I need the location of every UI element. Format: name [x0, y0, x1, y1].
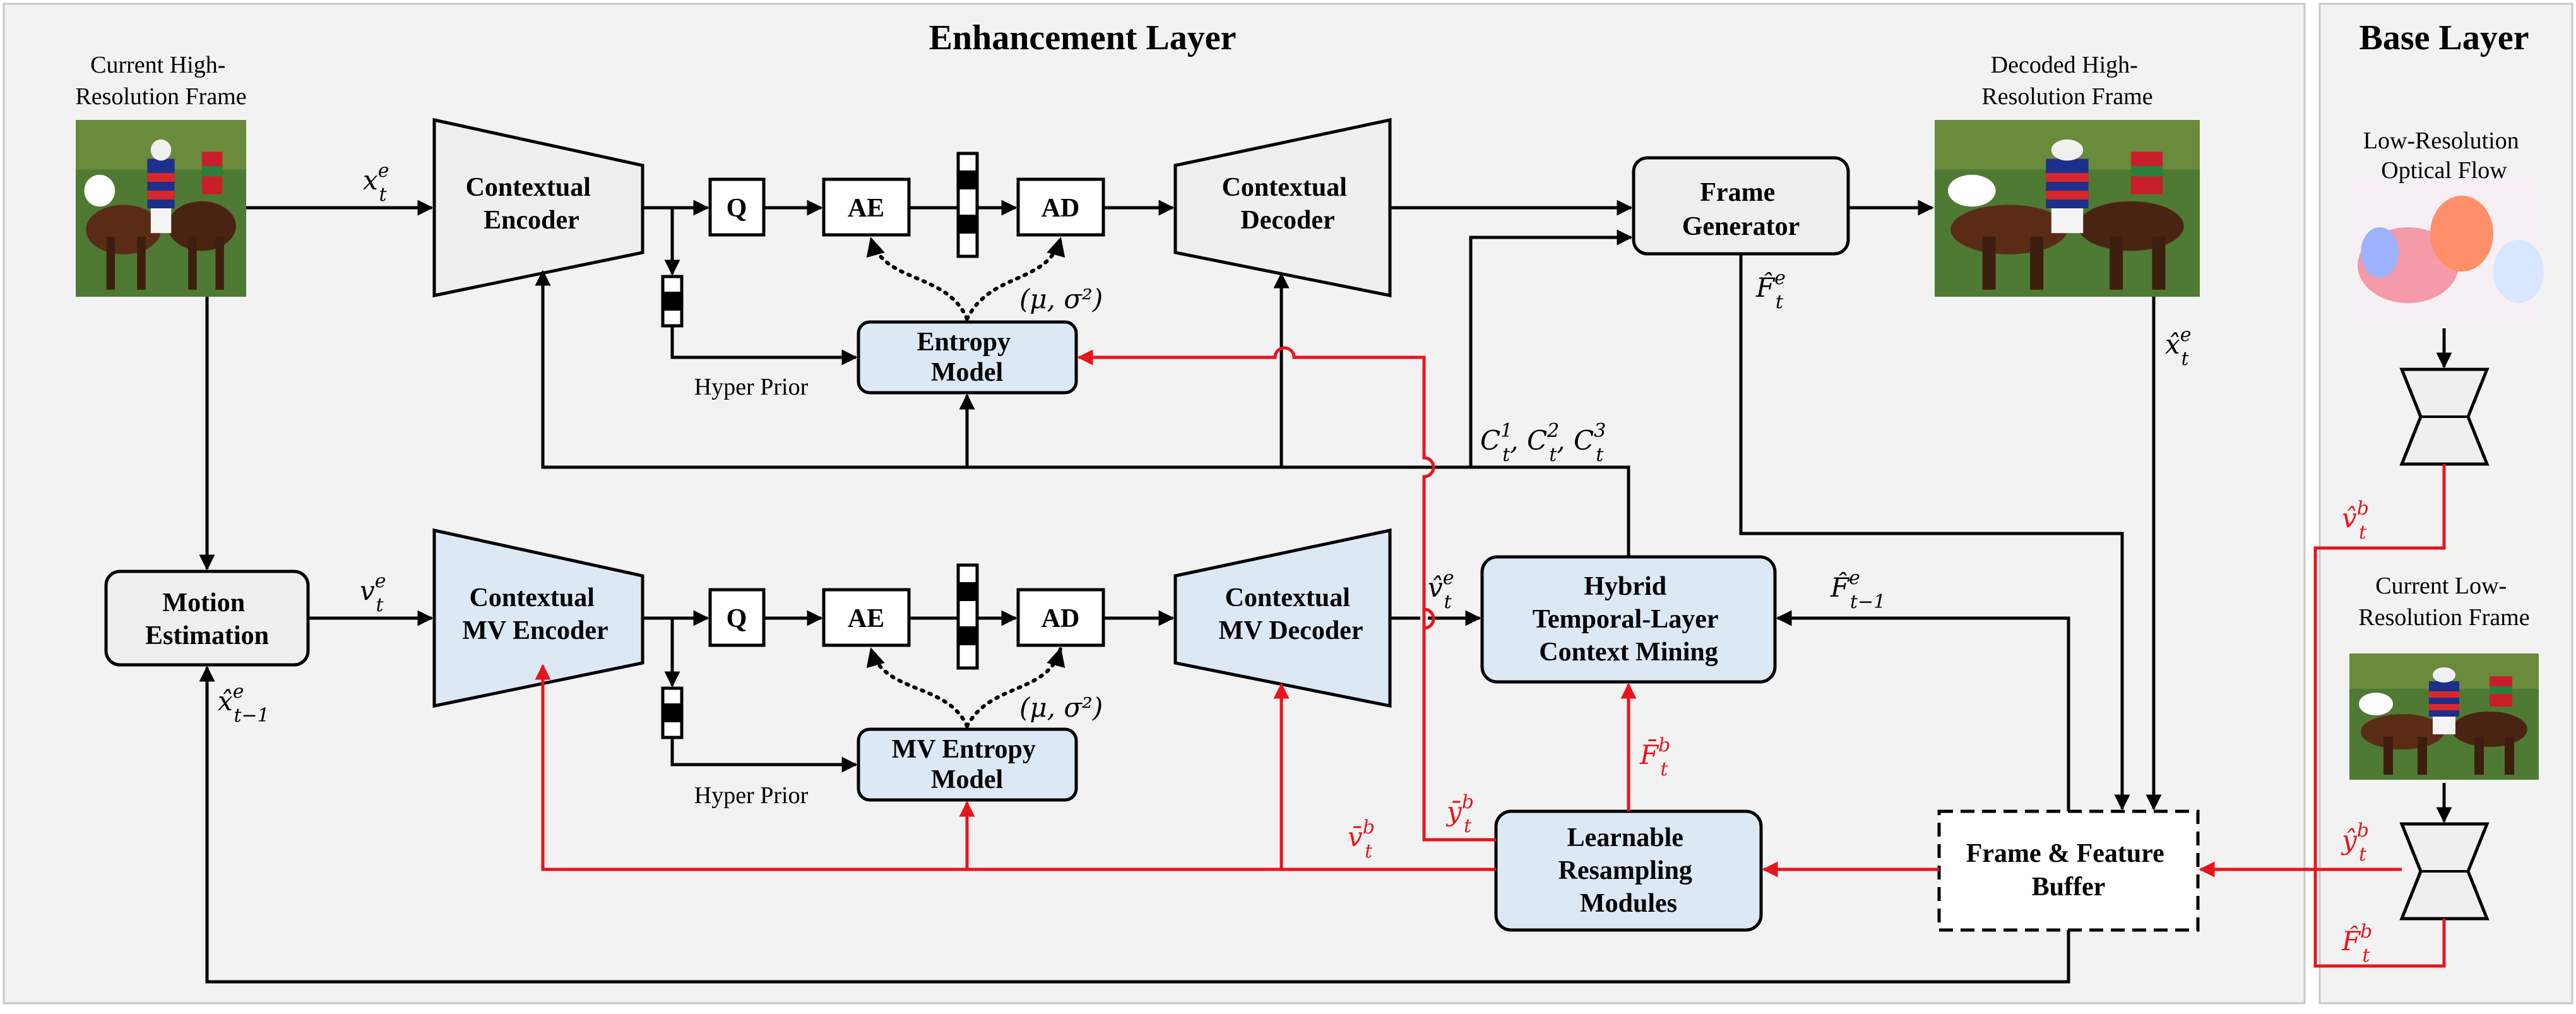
ad-label-top: AD [1042, 194, 1080, 223]
ae-label-top: AE [848, 194, 884, 223]
ae-label-bottom: AE [848, 604, 884, 633]
label-mu-sigma-top: (μ, σ²) [1019, 283, 1103, 314]
motion-estimation-block [106, 571, 308, 665]
hyper-prior-label-top: Hyper Prior [694, 374, 809, 400]
current-lr-frame-image [2349, 653, 2539, 780]
bitstream-top [958, 153, 977, 256]
hyper-prior-bitstream-top [663, 277, 682, 326]
q-label-top: Q [727, 194, 747, 223]
base-layer-title: Base Layer [2359, 18, 2529, 57]
bitstream-bottom [958, 565, 977, 668]
ad-label-bottom: AD [1042, 604, 1080, 633]
decoded-hr-frame-image [1935, 120, 2200, 297]
hyper-prior-bitstream-bottom [663, 688, 682, 737]
label-mu-sigma-bottom: (μ, σ²) [1019, 692, 1103, 723]
lr-optical-flow-image [2349, 180, 2544, 328]
frame-feature-buffer-block [1939, 811, 2198, 930]
enhancement-layer-title: Enhancement Layer [929, 18, 1237, 57]
q-label-bottom: Q [727, 604, 747, 633]
current-hr-frame-image [76, 120, 246, 297]
hyper-prior-label-bottom: Hyper Prior [694, 782, 809, 809]
